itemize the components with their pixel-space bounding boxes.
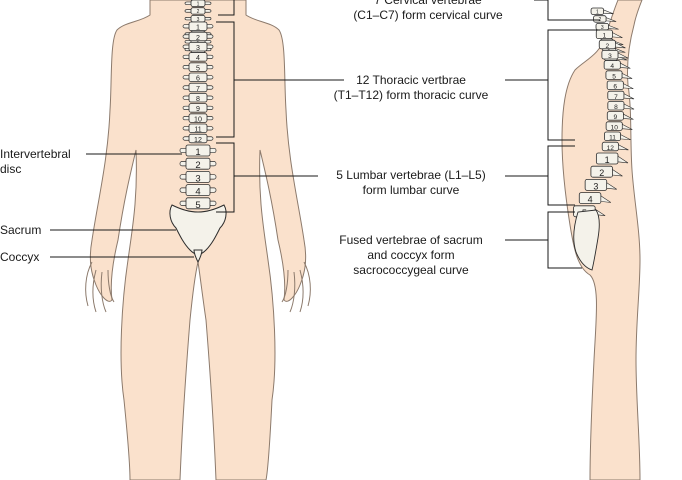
vertebra-thoracic-10 [188, 113, 208, 123]
vertebra-number: 5 [195, 200, 200, 211]
vertebra-number: 4 [195, 187, 200, 198]
side-vertebra-number: 4 [610, 63, 614, 70]
side-spinous-process [600, 195, 612, 203]
side-vertebra-number: 5 [612, 73, 616, 80]
side-spinous-process [612, 168, 623, 177]
vertebra-number: 11 [194, 126, 201, 134]
vertebra-lumbar-2 [185, 157, 211, 170]
vertebra-lumbar-3 [185, 170, 211, 183]
vertebra-number: 2 [195, 160, 200, 171]
vertebra-thoracic-7 [188, 82, 208, 93]
side-vertebra-number: 4 [588, 195, 593, 205]
vertebra-thoracic-6 [188, 72, 208, 83]
side-vertebra-number: 8 [614, 104, 618, 111]
side-vertebra-number: 2 [599, 168, 604, 178]
side-sacrum [573, 209, 600, 271]
vertebra-number: 3 [195, 173, 200, 184]
side-vertebra-number: 1 [596, 10, 599, 16]
side-spinous-process [623, 113, 634, 120]
vertebra-number: 9 [196, 105, 200, 113]
side-spinous-process [620, 134, 631, 141]
side-spinous-process [617, 155, 629, 164]
side-spinous-process [623, 103, 635, 110]
vertebra-number: 3 [196, 44, 200, 52]
vertebra-lumbar-4 [185, 184, 211, 197]
vertebra-number: 4 [196, 54, 200, 62]
side-spinous-process [617, 52, 629, 59]
side-spinous-process [623, 93, 635, 100]
vertebra-cervical-2 [190, 7, 206, 15]
side-vertebra-number: 3 [601, 25, 604, 31]
cervical-label: 7 Cervical vertebrae (C1–C7) form cervic… [353, 0, 503, 22]
side-spinous-process [621, 72, 633, 79]
left-leaders [50, 153, 194, 258]
side-spinous-process [618, 144, 629, 151]
vertebra-number: 5 [196, 64, 200, 72]
vertebra-number: 12 [194, 136, 202, 144]
vertebra-thoracic-9 [188, 103, 208, 113]
vertebra-thoracic-12 [188, 133, 208, 144]
side-vertebra-number: 2 [606, 43, 610, 50]
vertebra-thoracic-11 [188, 123, 208, 134]
thoracic-label: 12 Thoracic vertbrae (T1–T12) form thora… [333, 73, 489, 102]
sacrum-label: Sacrum [0, 223, 42, 237]
vertebra-number: 10 [194, 115, 202, 123]
vertebra-number: 1 [197, 2, 200, 8]
vertebra-number: 2 [197, 9, 200, 15]
side-vertebra-number: 7 [614, 94, 618, 101]
vertebra-number: 6 [196, 75, 200, 83]
side-vertebra-number: 6 [613, 84, 617, 91]
side-vertebra-number: 9 [614, 114, 618, 121]
side-vertebra-number: 10 [611, 124, 619, 131]
side-vertebra-number: 12 [607, 145, 615, 152]
side-spinous-process [615, 42, 626, 49]
front-coccyx [193, 249, 203, 264]
side-vertebra-number: 3 [608, 53, 612, 60]
side-vertebra-number: 1 [605, 155, 610, 165]
side-spine: 123456712345678910111212345 [573, 7, 635, 271]
vertebra-thoracic-8 [188, 93, 208, 103]
coccyx-label: Coccyx [0, 250, 40, 264]
sacral-label: Fused vertebrae of sacrum and coccyx for… [339, 233, 483, 277]
side-spinous-process [605, 17, 617, 22]
vertebra-lumbar-1 [185, 144, 211, 157]
side-brackets [505, 0, 600, 269]
side-spinous-process [608, 24, 619, 30]
vertebra-number: 1 [196, 24, 200, 32]
vertebra-cervical-1 [190, 0, 206, 7]
vertebra-thoracic-1 [188, 21, 208, 32]
side-spinous-process [620, 62, 631, 69]
side-spinous-process [612, 32, 623, 39]
vertebra-number: 1 [195, 147, 200, 158]
side-vertebra-number: 11 [609, 135, 616, 142]
front-spine: 123456712345678910111212345 [179, 0, 217, 211]
left-hand [85, 261, 115, 313]
side-vertebra-number: 3 [593, 181, 598, 191]
vertebra-number: 2 [196, 34, 200, 42]
vertebra-thoracic-2 [188, 31, 208, 42]
side-spinous-process [623, 83, 634, 90]
side-spinous-process [622, 123, 633, 130]
vertebra-number: 8 [196, 95, 200, 103]
side-spinous-process [606, 182, 617, 190]
right-hand [281, 261, 311, 313]
side-spinous-process [603, 9, 614, 15]
vertebra-thoracic-4 [188, 52, 208, 62]
vertebra-number: 7 [196, 85, 200, 93]
vertebra-thoracic-3 [188, 42, 208, 52]
lumbar-label: 5 Lumbar vertebrae (L1–L5) form lumbar c… [336, 168, 486, 197]
side-vertebra-number: 1 [603, 33, 607, 40]
front-sacrum [169, 204, 227, 255]
intervertebral-label: Intervertebral disc [0, 147, 71, 176]
vertebra-thoracic-5 [188, 62, 208, 72]
vertebra-number: 3 [197, 17, 200, 23]
front-brackets [216, 0, 344, 213]
vertebra-lumbar-5 [185, 197, 211, 210]
